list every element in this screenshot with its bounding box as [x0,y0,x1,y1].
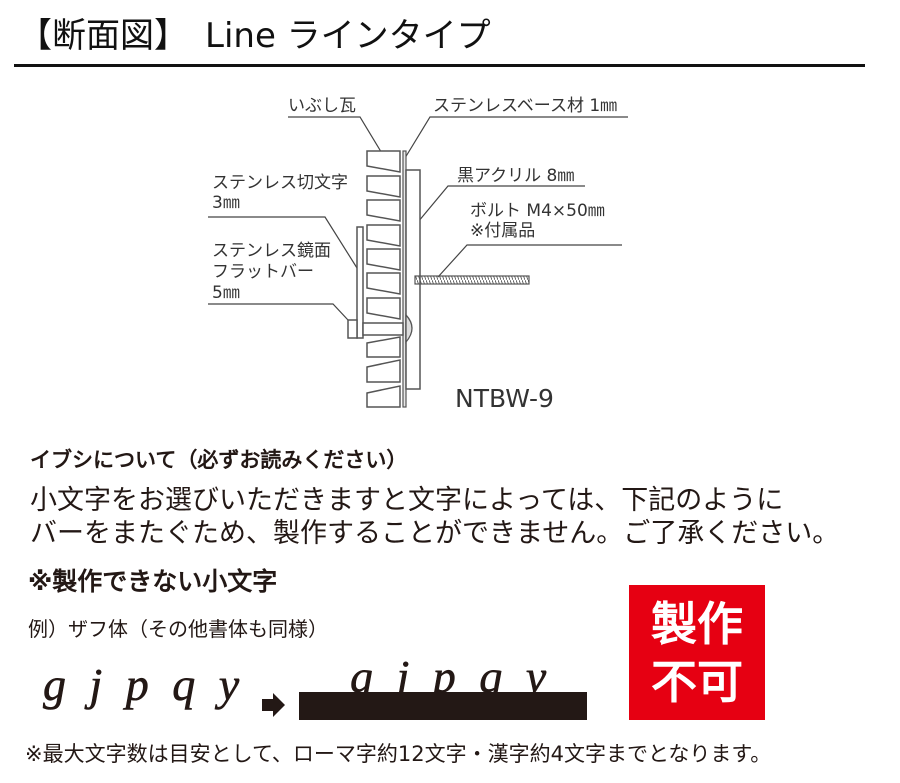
model-number: NTBW-9 [455,384,554,413]
section-title-bracket: 【断面図】 [18,16,188,56]
label-flat-bar-2: フラットバー [212,262,314,282]
dome-nut [405,313,413,344]
badge-line: 不可 [651,654,743,709]
notice-heading: イブシについて（必ずお読みください） [30,448,408,472]
right-arrow-icon [262,693,285,717]
badge-line: 製作 [651,596,743,651]
notice-line: 小文字をお選びいただきますと文字によっては、下記のように [30,485,784,516]
lowercase-example: g j p q y g j p q y [43,651,587,720]
example-label: 例）ザフ体（その他書体も同様） [28,617,328,641]
flat-bar [356,226,364,339]
label-flat-bar-thickness: 5㎜ [212,283,240,303]
example-letters: g j p q y [43,659,245,710]
label-cut-letters-thickness: 3㎜ [212,193,240,213]
label-bolt: ボルト M4×50㎜ [470,201,605,221]
unavailable-heading: ※製作できない小文字 [28,567,278,596]
leader-lines [208,116,628,321]
label-bolt-note: ※付属品 [470,221,535,241]
cross-section-diagram: いぶし瓦 ステンレスベース材 1㎜ 黒アクリル 8㎜ ボルト M4×50㎜ ※付… [208,96,628,413]
flat-bar-overlay [299,692,587,720]
label-acrylic: 黒アクリル 8㎜ [457,166,574,186]
title-divider [14,64,865,67]
notice-body: 小文字をお選びいただきますと文字によっては、下記のように バーをまたぐため、製作… [30,484,839,550]
footer-note: ※最大文字数は目安として、ローマ字約12文字・漢字約4文字までとなります。 [25,742,772,766]
support-arm [362,322,404,336]
bar-bracket [347,319,358,339]
label-cut-letters: ステンレス切文字 [212,173,348,193]
bolt [414,275,530,285]
section-subtitle: Line ラインタイプ [205,16,491,56]
not-manufacturable-badge: 製作 不可 [629,585,765,720]
notice-line: バーをまたぐため、製作することができません。ご了承ください。 [30,518,840,549]
ibushi-tiles [366,150,401,408]
label-flat-bar: ステンレス鏡面 [212,241,331,261]
label-base-plate: ステンレスベース材 1㎜ [433,96,617,116]
label-ibushi-tile: いぶし瓦 [288,96,356,116]
